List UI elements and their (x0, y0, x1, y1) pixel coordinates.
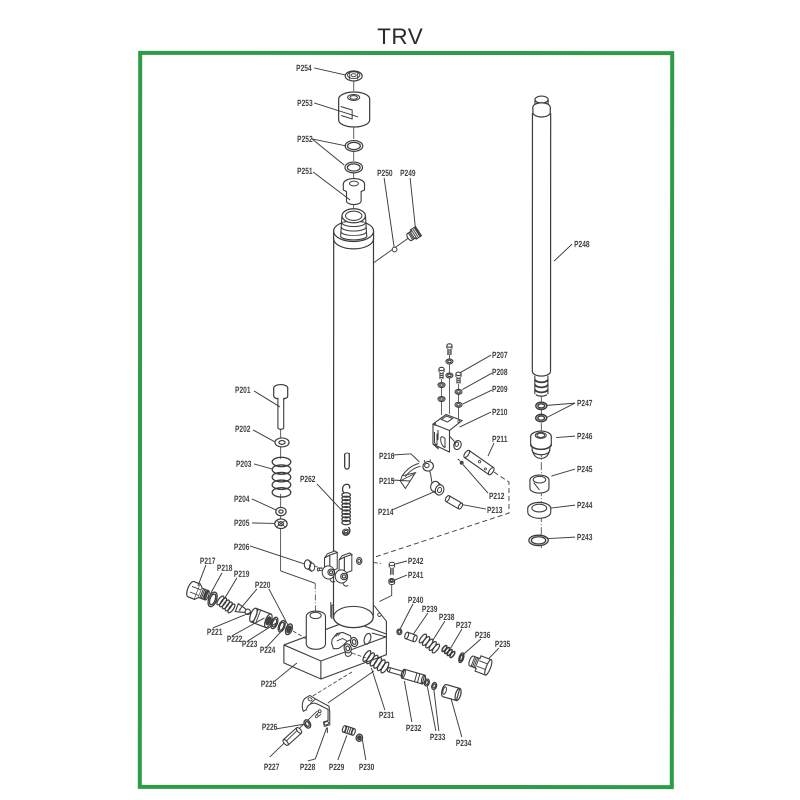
svg-text:P212: P212 (489, 491, 505, 501)
svg-text:P250: P250 (377, 168, 393, 178)
svg-text:P221: P221 (207, 627, 223, 637)
svg-text:P201: P201 (235, 385, 251, 395)
svg-text:P206: P206 (234, 542, 250, 552)
svg-text:P220: P220 (255, 580, 271, 590)
svg-text:P251: P251 (297, 166, 313, 176)
svg-text:P213: P213 (487, 505, 503, 515)
svg-text:P235: P235 (495, 639, 511, 649)
svg-text:P217: P217 (200, 556, 216, 566)
svg-text:P237: P237 (456, 620, 472, 630)
svg-text:P245: P245 (577, 464, 593, 474)
svg-text:P241: P241 (408, 570, 424, 580)
svg-text:P239: P239 (422, 604, 438, 614)
svg-text:P244: P244 (577, 500, 593, 510)
svg-text:P202: P202 (235, 424, 251, 434)
svg-text:P253: P253 (297, 98, 313, 108)
svg-text:P240: P240 (408, 595, 424, 605)
svg-text:P262: P262 (300, 474, 316, 484)
svg-text:P215: P215 (379, 476, 395, 486)
svg-text:P227: P227 (264, 762, 280, 772)
svg-text:P223: P223 (242, 639, 258, 649)
svg-text:P248: P248 (574, 239, 590, 249)
svg-text:P209: P209 (492, 384, 508, 394)
svg-text:P203: P203 (236, 459, 252, 469)
svg-text:P236: P236 (475, 630, 491, 640)
svg-text:P231: P231 (379, 710, 395, 720)
svg-text:P224: P224 (260, 645, 276, 655)
svg-text:P254: P254 (296, 63, 312, 73)
svg-text:P233: P233 (430, 732, 446, 742)
svg-text:P230: P230 (359, 762, 375, 772)
svg-text:TRV: TRV (377, 24, 423, 49)
svg-text:P246: P246 (577, 431, 593, 441)
svg-text:P249: P249 (400, 168, 416, 178)
svg-text:P214: P214 (378, 507, 394, 517)
svg-text:P228: P228 (300, 762, 316, 772)
svg-text:P229: P229 (329, 762, 345, 772)
svg-text:P225: P225 (261, 679, 277, 689)
svg-text:P207: P207 (492, 350, 508, 360)
svg-text:P243: P243 (577, 532, 593, 542)
svg-text:P218: P218 (217, 563, 233, 573)
svg-text:P226: P226 (262, 722, 278, 732)
svg-text:P208: P208 (492, 367, 508, 377)
svg-text:P211: P211 (492, 434, 508, 444)
svg-text:P204: P204 (234, 494, 250, 504)
svg-text:P247: P247 (577, 398, 593, 408)
svg-text:P252: P252 (297, 134, 313, 144)
svg-text:P205: P205 (234, 518, 250, 528)
svg-text:P234: P234 (456, 738, 472, 748)
svg-text:P232: P232 (406, 723, 422, 733)
svg-text:P219: P219 (234, 569, 250, 579)
svg-text:P210: P210 (492, 407, 508, 417)
svg-text:P216: P216 (379, 451, 395, 461)
svg-text:P242: P242 (408, 556, 424, 566)
svg-text:P238: P238 (439, 612, 455, 622)
svg-text:P222: P222 (227, 634, 243, 644)
